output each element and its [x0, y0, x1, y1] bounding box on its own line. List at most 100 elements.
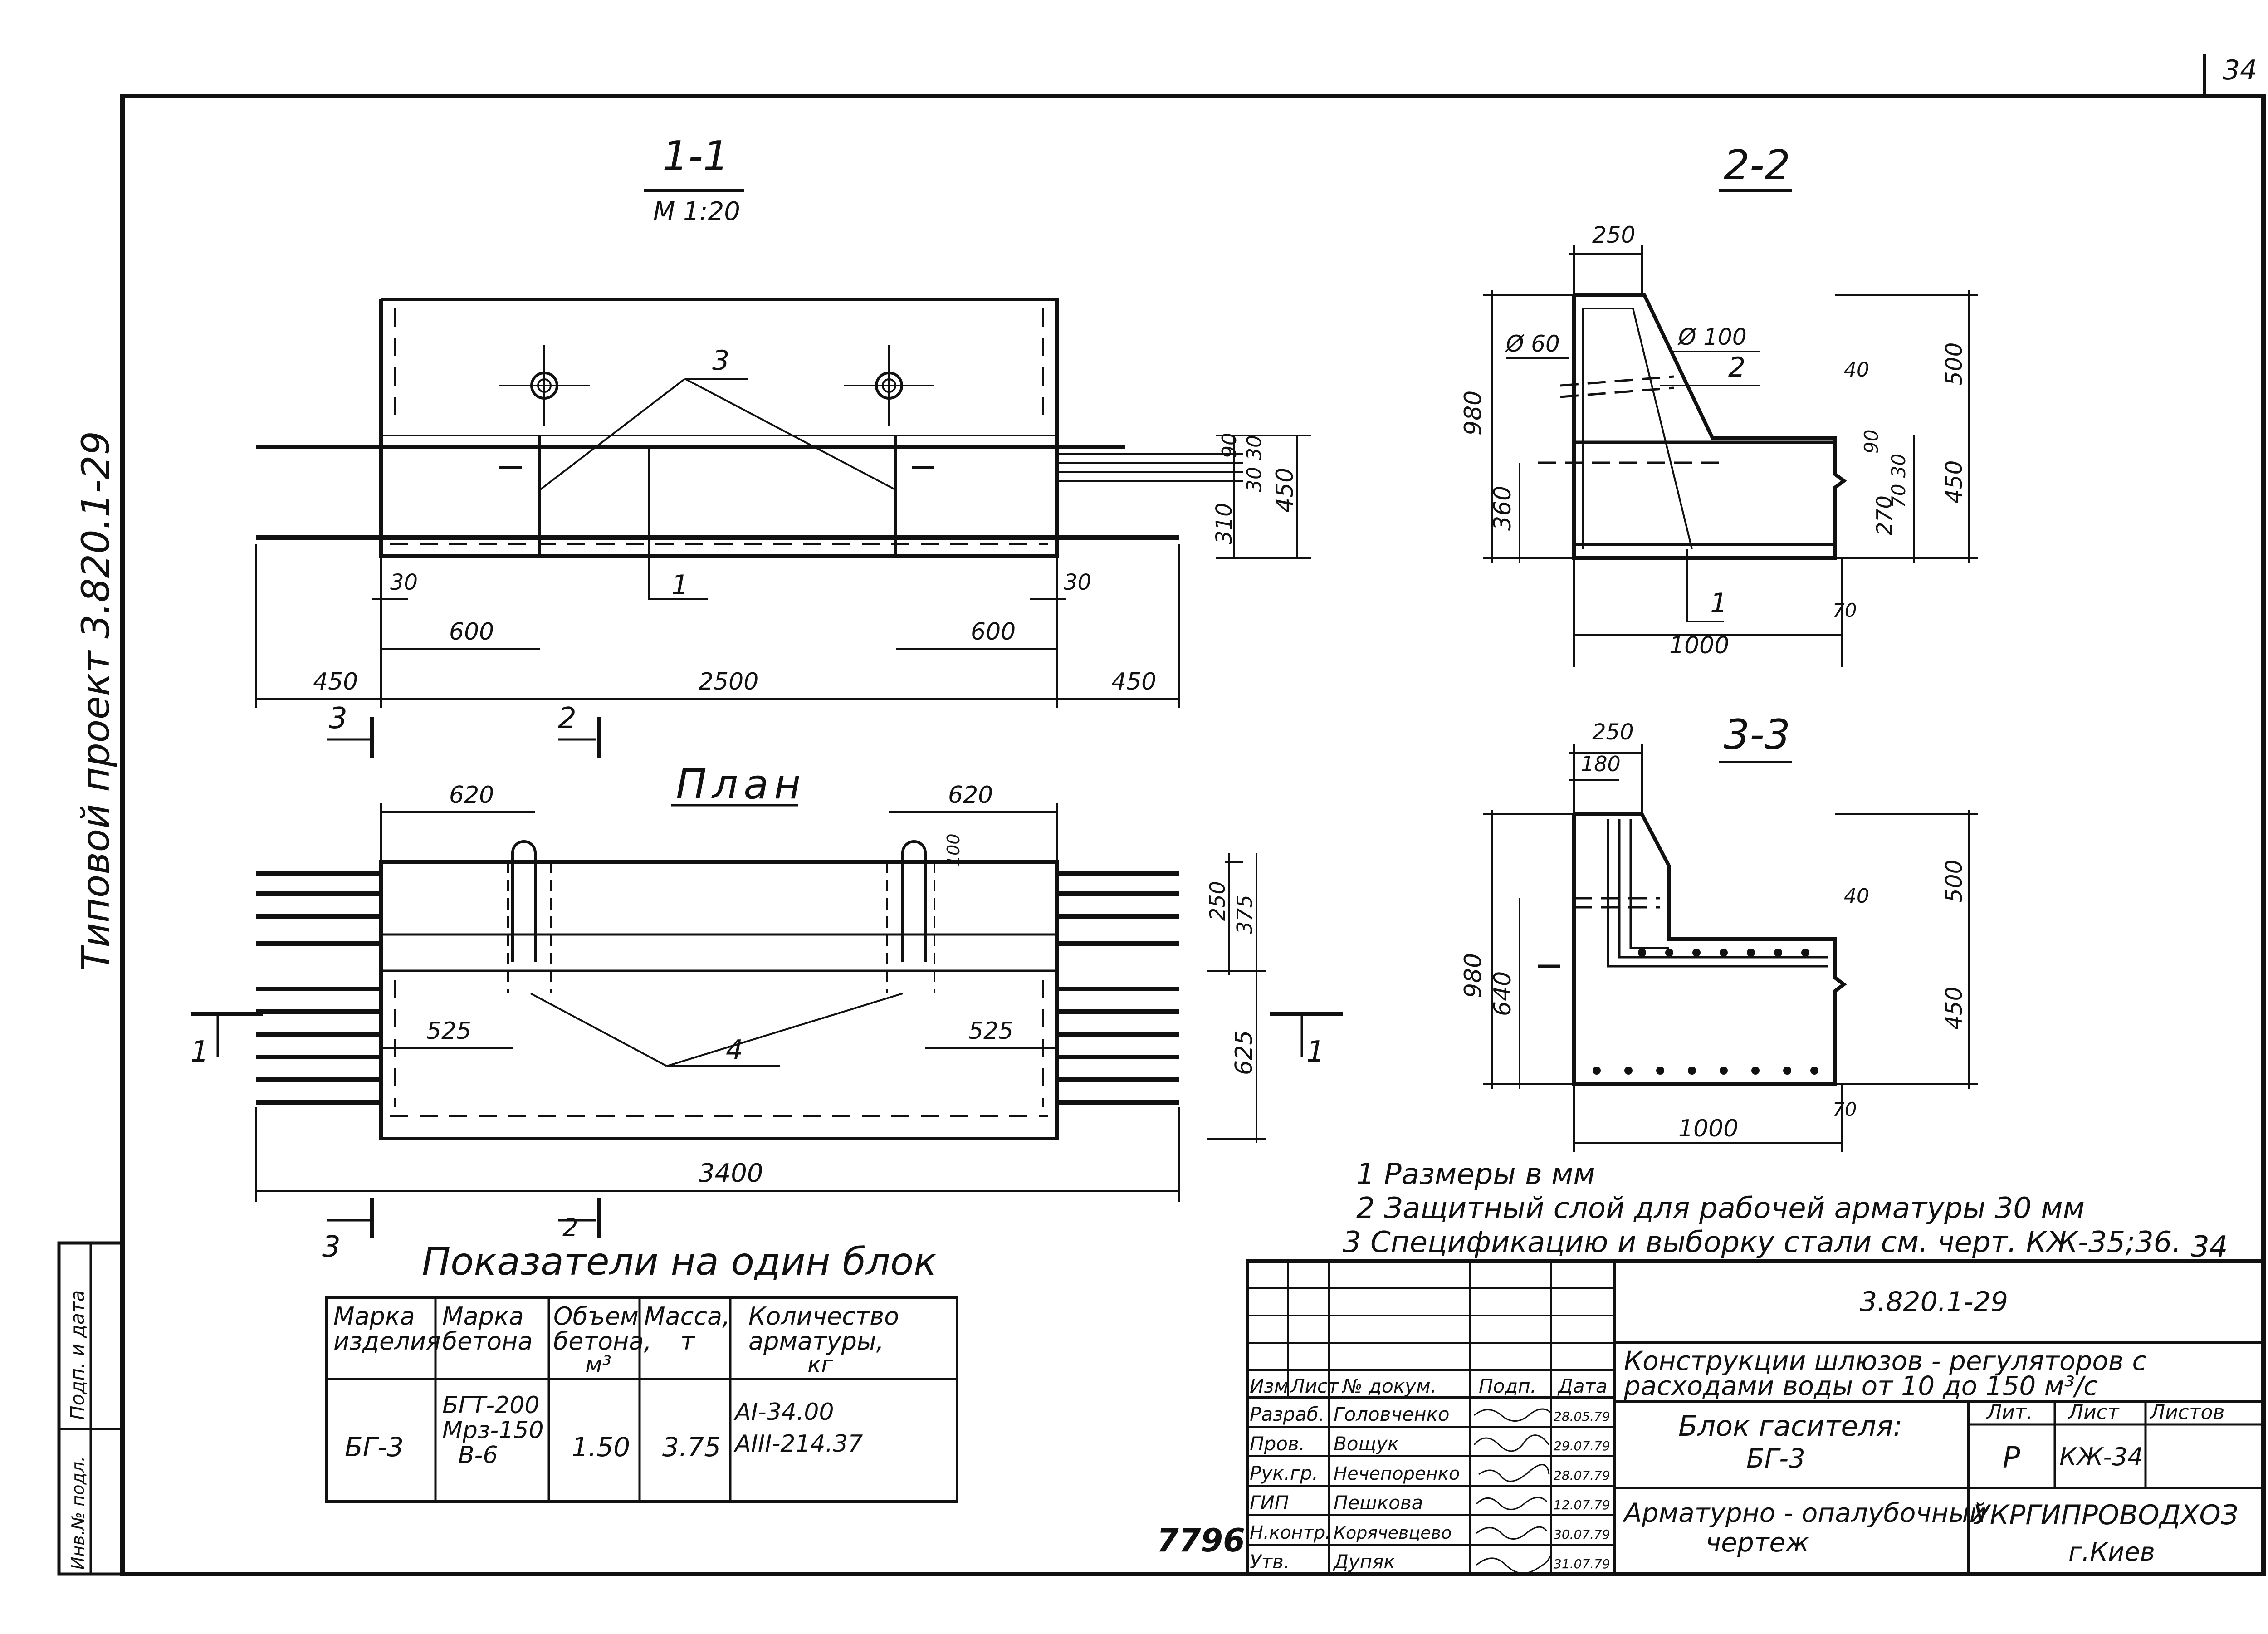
- th-mass-2: т: [680, 1327, 695, 1355]
- tb-name-2: Нечепоренко: [1334, 1463, 1460, 1484]
- cut-mark-1-right: 1: [1306, 1035, 1325, 1069]
- dim-plan-620-left: 620: [449, 782, 494, 809]
- th-concrete-2: бетона: [442, 1327, 533, 1355]
- td-concrete-1: БГТ-200: [442, 1392, 539, 1419]
- th-volume-2: бетона,: [553, 1327, 652, 1355]
- page-corner-number: 34: [2223, 54, 2257, 86]
- dim-2-2-v90: 90: [1860, 430, 1882, 454]
- dim-2-2-v360: 360: [1489, 486, 1516, 531]
- tb-sheet: КЖ-34: [2059, 1443, 2143, 1471]
- tb-name-3: Пешкова: [1334, 1492, 1423, 1514]
- tb-org-1: УКРГИПРОВОДХОЗ: [1973, 1499, 2238, 1531]
- bottom-number: 7796: [1157, 1522, 1245, 1559]
- side-title: Типовой проект 3.820.1-29: [73, 431, 118, 971]
- dim-plan-100: 100: [943, 833, 963, 866]
- notes: 1 Размеры в мм 2 Защитный слой для рабоч…: [1343, 1158, 2228, 1264]
- td-concrete-3: В-6: [458, 1442, 498, 1469]
- tb-sheet-header: Лист: [2068, 1401, 2120, 1424]
- signatures: [1473, 1408, 1552, 1574]
- tb-date-5: 31.07.79: [1554, 1556, 1610, 1571]
- section-2-2-callout-2: 2: [1728, 352, 1745, 383]
- cut-mark-2-bottom: 2: [562, 1213, 578, 1242]
- note-2: 2 Защитный слой для рабочей арматуры 30 …: [1356, 1192, 2085, 1225]
- tb-org-2: г.Киев: [2068, 1537, 2155, 1567]
- tb-date-1: 29.07.79: [1554, 1438, 1610, 1453]
- td-rebar-1: АI-34.00: [733, 1399, 834, 1426]
- dim-2-2-phi100: Ø 100: [1677, 324, 1747, 350]
- section-2-2-title: 2-2: [1724, 142, 1790, 189]
- tb-role-1: Пров.: [1250, 1433, 1305, 1455]
- dim-plan-v250: 250: [1205, 881, 1230, 921]
- tb-role-0: Разраб.: [1250, 1403, 1325, 1425]
- rebar-dots: [1593, 949, 1818, 1075]
- dim-2-2-v70-30: 70 30: [1887, 454, 1910, 508]
- dim-plan-620-right: 620: [948, 782, 993, 809]
- tb-name-1: Вощук: [1334, 1433, 1399, 1455]
- th-rebar-2: арматуры,: [748, 1327, 884, 1355]
- section-1-1-scale: М 1:20: [653, 197, 740, 226]
- sheet-frame: [120, 94, 2266, 1576]
- tb-col-date: Дата: [1557, 1375, 1608, 1397]
- tb-col-list: Лист: [1290, 1375, 1339, 1397]
- dim-1-1-600-left: 600: [449, 618, 494, 646]
- dim-1-1-v450: 450: [1271, 468, 1299, 513]
- dim-2-2-phi60: Ø 60: [1505, 331, 1560, 357]
- tb-date-0: 28.05.79: [1554, 1409, 1610, 1424]
- dim-2-2-v270: 270: [1872, 495, 1897, 535]
- tb-date-3: 12.07.79: [1554, 1497, 1610, 1512]
- dim-1-1-v310: 310: [1212, 503, 1237, 544]
- section-1-1: 1-1 М 1:20 3: [255, 132, 1311, 758]
- dim-plan-3400: 3400: [699, 1159, 763, 1188]
- tb-col-sign: Подп.: [1479, 1375, 1536, 1397]
- side-stamp-inv: Инв.№ подл.: [68, 1456, 88, 1570]
- tb-role-4: Н.контр.: [1250, 1522, 1331, 1543]
- dim-3-3-v500: 500: [1941, 860, 1967, 903]
- dim-plan-525-right: 525: [968, 1018, 1013, 1045]
- dim-plan-v625: 625: [1231, 1030, 1258, 1075]
- td-concrete-2: Мрз-150: [442, 1417, 544, 1444]
- tb-project-1: Конструкции шлюзов - регуляторов с: [1624, 1345, 2146, 1376]
- dim-2-2-v500: 500: [1941, 342, 1967, 386]
- tb-role-5: Утв.: [1250, 1551, 1290, 1573]
- dim-2-2-70: 70: [1833, 599, 1857, 621]
- side-stamp-date: Подп. и дата: [66, 1290, 88, 1420]
- cut-mark-2-top: 2: [558, 702, 577, 735]
- dim-1-1-450-left: 450: [313, 668, 358, 695]
- th-rebar-3: кг: [807, 1351, 833, 1378]
- side-stamp: Подп. и дата Инв.№ подл.: [57, 1241, 124, 1576]
- td-mass: 3.75: [662, 1432, 721, 1463]
- th-concrete-1: Марка: [442, 1302, 524, 1331]
- notes-sheet-number: 34: [2191, 1230, 2228, 1264]
- dim-2-2-40: 40: [1844, 358, 1869, 382]
- tb-lit: Р: [2003, 1441, 2020, 1475]
- tb-project-2: расходами воды от 10 до 150 м³/с: [1623, 1370, 2098, 1401]
- tb-object-1: Блок гасителя:: [1678, 1409, 1902, 1443]
- tb-code: 3.820.1-29: [1860, 1286, 2008, 1318]
- tb-col-izm: Изм: [1250, 1375, 1288, 1397]
- dim-2-2-v980: 980: [1460, 391, 1487, 435]
- tb-date-2: 28.07.79: [1554, 1468, 1610, 1483]
- dim-1-1-v90: 90: [1218, 433, 1241, 458]
- note-3: 3 Спецификацию и выборку стали см. черт.…: [1343, 1226, 2181, 1259]
- tb-name-5: Дупяк: [1333, 1551, 1395, 1573]
- dim-2-2-1000: 1000: [1669, 632, 1729, 659]
- th-mark-2: изделия: [333, 1327, 440, 1355]
- td-rebar-2: АIII-214.37: [733, 1430, 863, 1458]
- td-mark: БГ-3: [345, 1432, 404, 1463]
- tb-sheets-header: Листов: [2149, 1401, 2224, 1424]
- dim-1-1-30-right: 30: [1064, 570, 1091, 595]
- dim-plan-525-left: 525: [426, 1018, 471, 1045]
- plan-view: План 4: [191, 761, 1343, 1264]
- dim-1-1-2500: 2500: [699, 668, 758, 695]
- dim-3-3-70: 70: [1833, 1098, 1857, 1120]
- tb-role-2: Рук.гр.: [1250, 1462, 1318, 1484]
- th-volume-1: Объем: [553, 1302, 639, 1331]
- section-3-3-title: 3-3: [1724, 711, 1790, 758]
- title-block: Изм Лист № докум. Подп. Дата Разраб. Гол…: [1246, 1259, 2265, 1576]
- tb-name-4: Корячевцево: [1334, 1523, 1452, 1543]
- tb-lit-header: Лит.: [1986, 1401, 2033, 1424]
- section-1-1-callout-3: 3: [712, 345, 729, 377]
- cut-mark-1-left: 1: [191, 1035, 209, 1069]
- plan-title: План: [676, 761, 806, 808]
